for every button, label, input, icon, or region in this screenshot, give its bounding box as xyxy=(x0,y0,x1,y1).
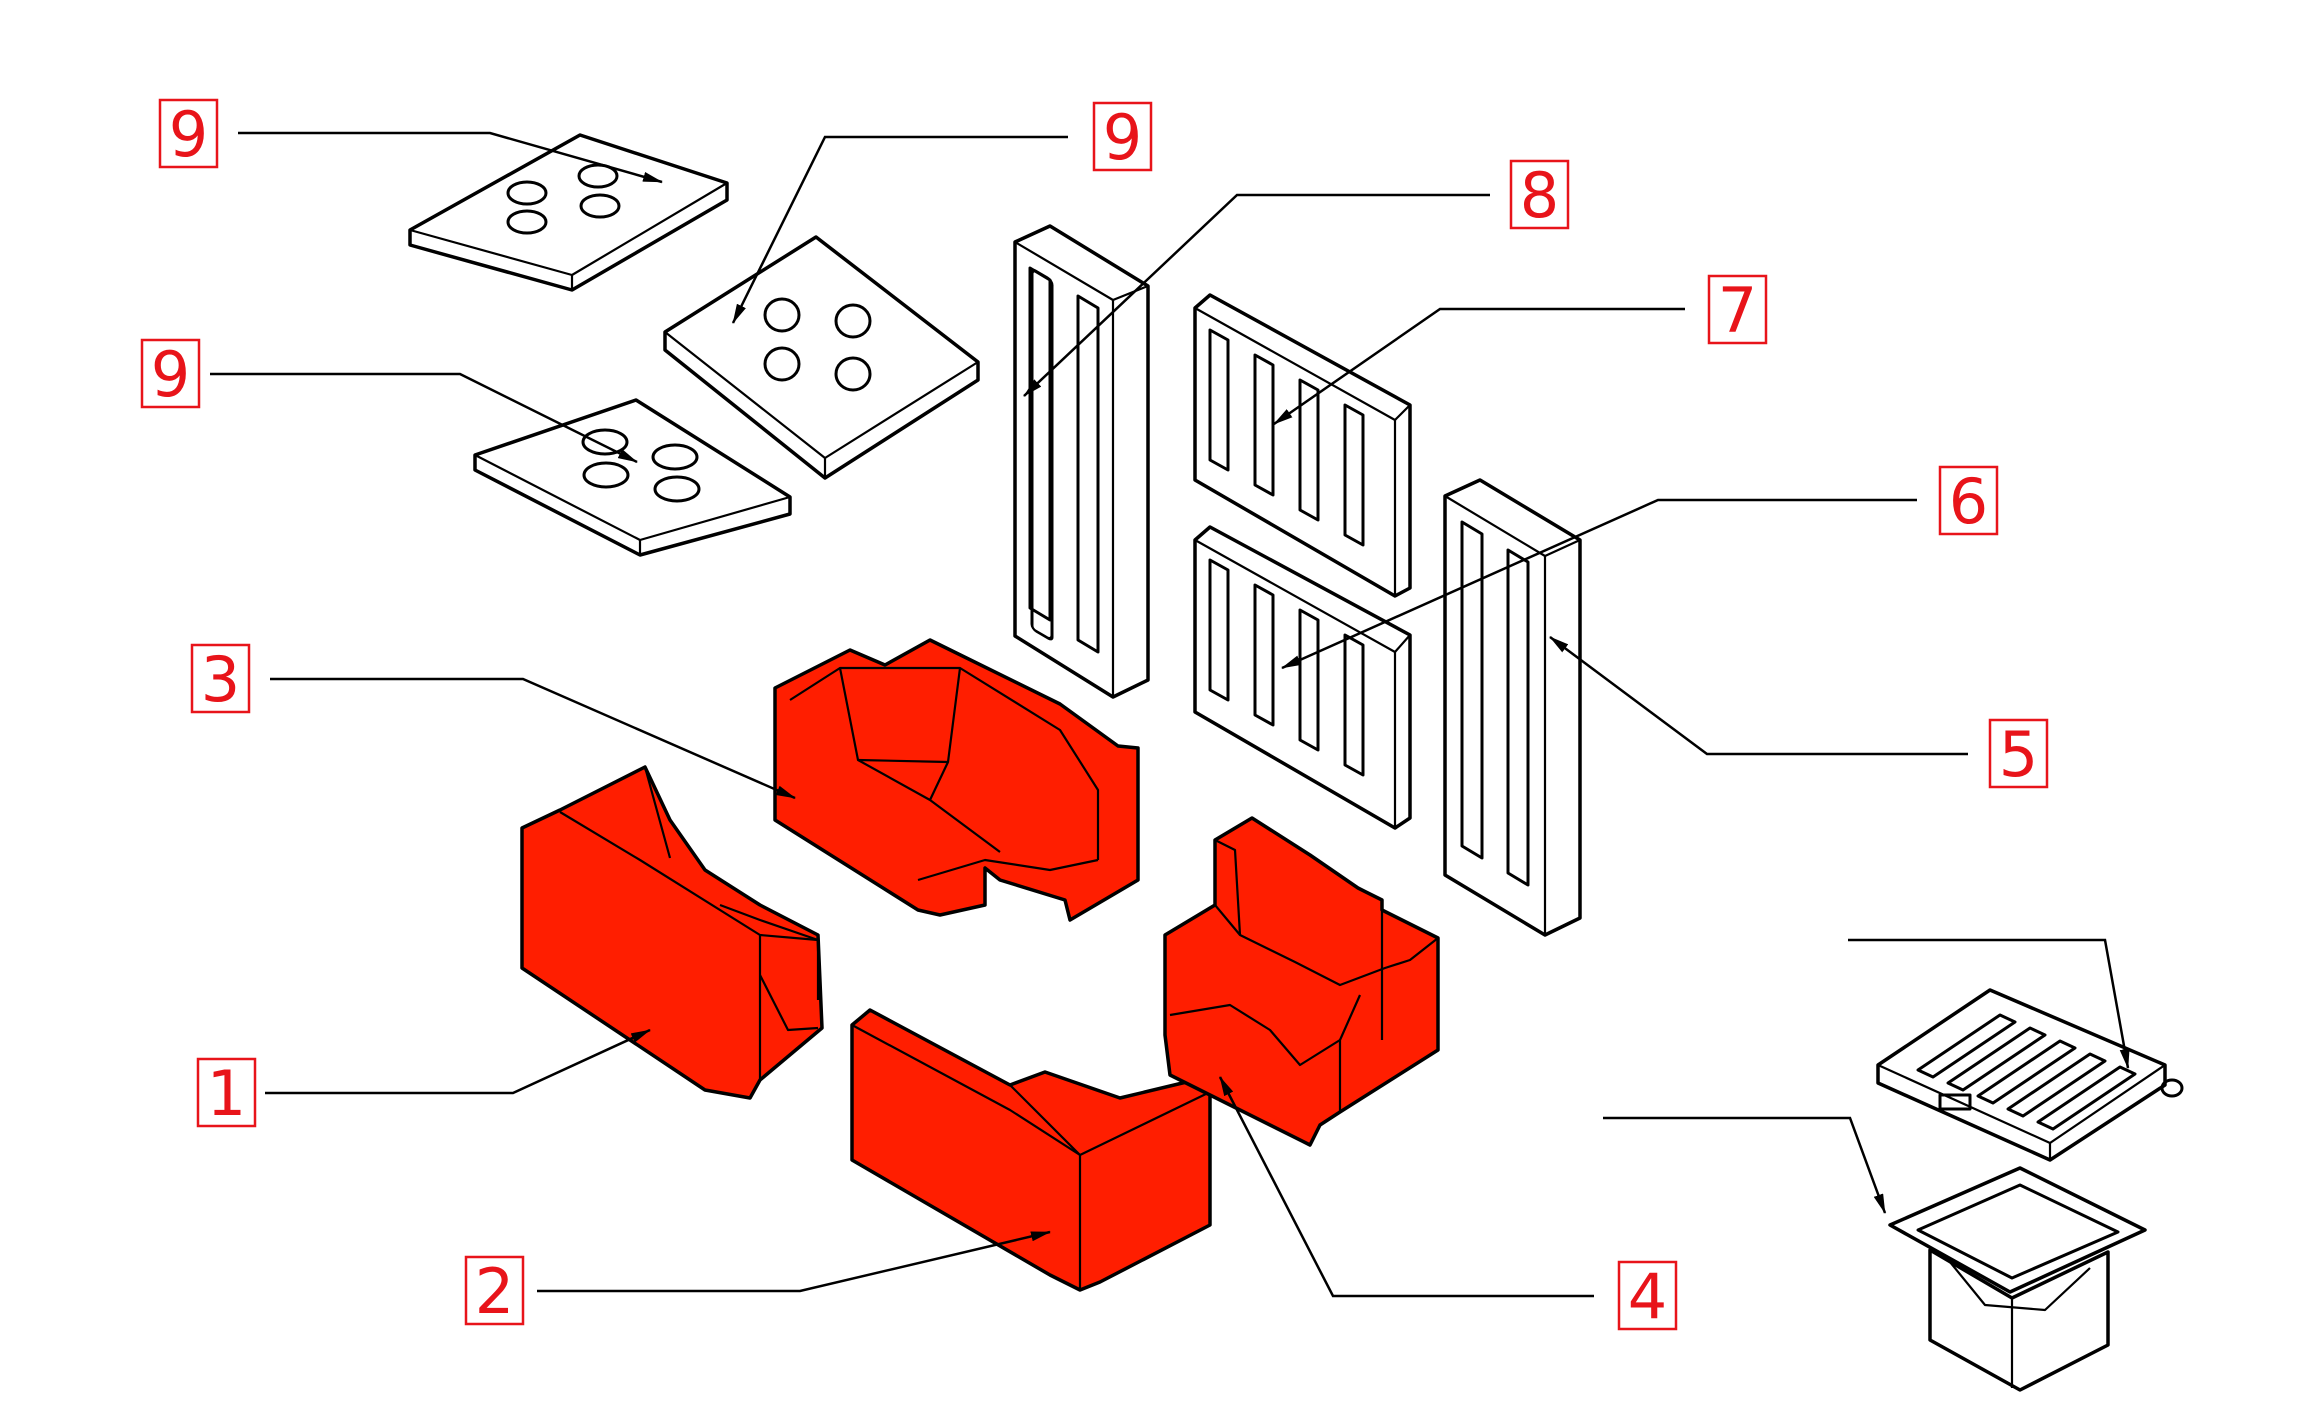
callout-9a: 9 xyxy=(158,98,219,171)
leader-grate xyxy=(1848,938,2130,1069)
callout-9c-text: 9 xyxy=(151,338,190,411)
red-block-1 xyxy=(520,765,824,1100)
callout-7: 7 xyxy=(1707,274,1768,347)
callout-2: 2 xyxy=(464,1255,525,1328)
red-block-3 xyxy=(773,638,1140,922)
ash-pan xyxy=(1888,1166,2147,1392)
top-plate-9c xyxy=(473,398,792,557)
side-panel-5 xyxy=(1443,478,1582,937)
callout-3-text: 3 xyxy=(201,643,240,716)
callout-8-text: 8 xyxy=(1520,159,1559,232)
leader-9b xyxy=(731,135,1068,324)
leader-3 xyxy=(270,677,796,800)
callout-1-text: 1 xyxy=(207,1057,246,1130)
leader-1 xyxy=(265,1028,651,1095)
back-panel-6 xyxy=(1193,525,1412,830)
callout-5: 5 xyxy=(1988,718,2049,791)
callout-1: 1 xyxy=(196,1057,257,1130)
callout-6-text: 6 xyxy=(1949,465,1988,538)
red-block-2 xyxy=(850,1008,1212,1292)
back-panel-7 xyxy=(1193,293,1412,598)
leader-6 xyxy=(1281,498,1917,670)
ash-grate xyxy=(1876,988,2184,1162)
leader-9a xyxy=(238,131,663,184)
callout-2-text: 2 xyxy=(475,1255,514,1328)
leader-4 xyxy=(1218,1076,1594,1298)
leader-9c xyxy=(210,372,638,464)
red-block-4 xyxy=(1163,816,1440,1147)
leader-8 xyxy=(1023,193,1490,397)
callout-9b-text: 9 xyxy=(1103,101,1142,174)
callout-3: 3 xyxy=(190,643,251,716)
leader-ash-pan xyxy=(1603,1116,1887,1214)
leader-5 xyxy=(1549,635,1968,756)
leader-7 xyxy=(1273,307,1685,426)
leader-2 xyxy=(537,1230,1051,1293)
callout-9a-text: 9 xyxy=(169,98,208,171)
callout-8: 8 xyxy=(1509,159,1570,232)
callout-4-text: 4 xyxy=(1628,1260,1667,1333)
callout-9b: 9 xyxy=(1092,101,1153,174)
callout-9c: 9 xyxy=(140,338,201,411)
top-plate-9a xyxy=(408,133,729,292)
callout-4: 4 xyxy=(1617,1260,1678,1333)
leader-lines xyxy=(210,131,2130,1298)
callout-5-text: 5 xyxy=(1999,718,2038,791)
callout-6: 6 xyxy=(1938,465,1999,538)
callout-7-text: 7 xyxy=(1718,274,1757,347)
top-plate-9b xyxy=(663,235,980,480)
